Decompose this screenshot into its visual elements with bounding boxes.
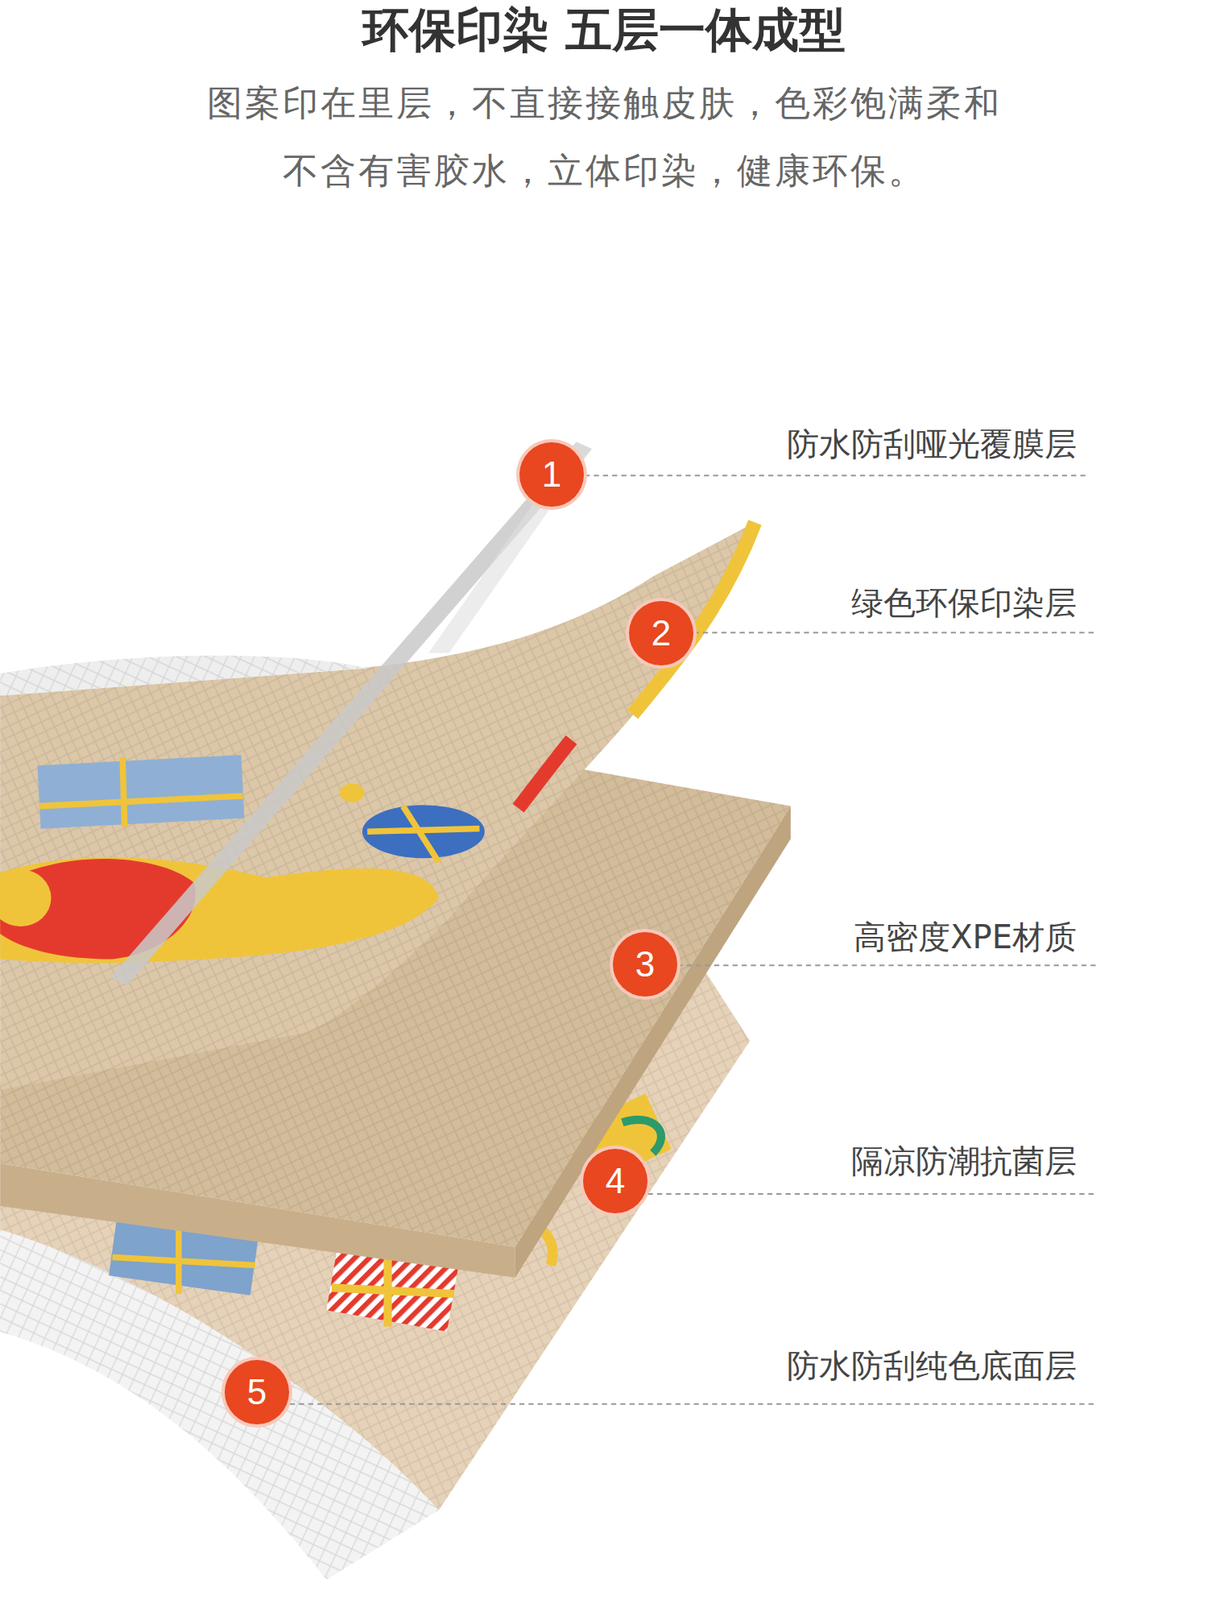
layer-name: 绿色环保印染层	[851, 583, 1077, 622]
layer-name: 隔凉防潮抗菌层	[851, 1141, 1077, 1180]
callout-number: 1	[519, 442, 584, 507]
page-title: 环保印染 五层一体成型	[0, 1, 1208, 58]
callout-text: 1	[541, 456, 562, 493]
subtitle: 图案印在里层，不直接接触皮肤，色彩饱满柔和	[206, 82, 1002, 125]
callout-text: 3	[635, 946, 655, 982]
callout-number: 4	[583, 1148, 648, 1213]
callout-number: 2	[628, 600, 694, 666]
layer-name: 防水防刮哑光覆膜层	[786, 424, 1077, 464]
subtitle: 不含有害胶水，立体印染，健康环保。	[282, 149, 927, 193]
callout-text: 2	[651, 615, 671, 651]
layer-name: 防水防刮纯色底面层	[786, 1345, 1077, 1385]
callout-number: 3	[612, 931, 678, 997]
callout-text: 4	[605, 1162, 625, 1199]
layer-name: 高密度XPE材质	[853, 917, 1077, 956]
callout-number: 5	[224, 1359, 290, 1424]
callout-text: 5	[247, 1373, 267, 1410]
